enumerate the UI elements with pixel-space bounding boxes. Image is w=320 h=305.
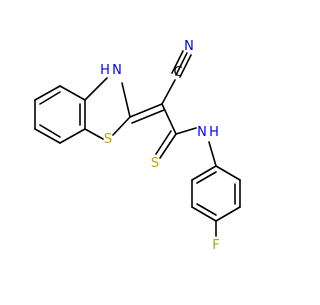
molecule-diagram: H N S C N N H S F xyxy=(0,0,300,300)
ring-nitrogen-label: N xyxy=(112,63,122,78)
nitrile-nitrogen-label: N xyxy=(184,39,194,54)
fluorophenyl-ring xyxy=(191,165,241,222)
fluorine-label: F xyxy=(212,238,219,253)
thiazole-ring xyxy=(84,77,131,140)
background xyxy=(0,0,300,300)
n-aryl-bond xyxy=(208,141,217,167)
benzene-ring-left xyxy=(34,85,86,144)
amide-hydrogen-label: H xyxy=(209,125,219,140)
nitrile-carbon-label: C xyxy=(173,65,182,80)
amide-nitrogen-label: N xyxy=(197,125,207,140)
thione-sulfur-label: S xyxy=(151,156,159,171)
exocyclic-double-bond xyxy=(129,103,165,124)
ring-sulfur-label: S xyxy=(104,132,112,147)
structure-canvas: H N S C N N H S F xyxy=(0,0,300,300)
thioamide-group xyxy=(155,103,197,159)
ring-nh-hydrogen-label: H xyxy=(100,63,110,78)
nitrile-group xyxy=(161,50,192,105)
